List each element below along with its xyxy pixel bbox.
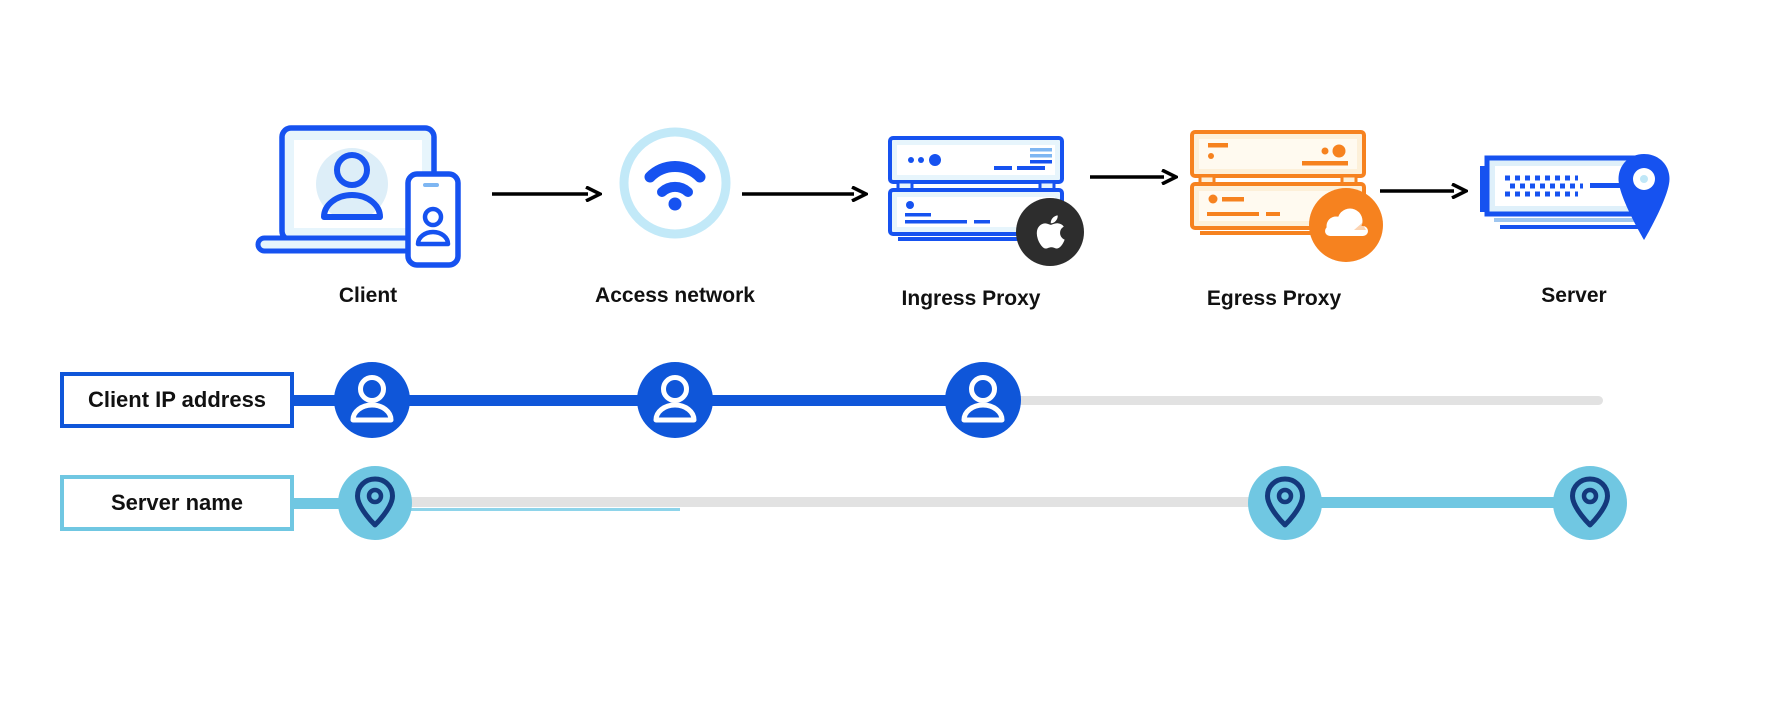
location-pin-icon bbox=[1553, 466, 1627, 540]
wifi-icon bbox=[617, 125, 733, 241]
client-ip-track-inactive-segment bbox=[983, 396, 1603, 405]
location-pin-icon bbox=[1248, 466, 1322, 540]
node-label-server: Server bbox=[1541, 284, 1607, 307]
client-ip-address-label: Client IP address bbox=[87, 387, 267, 412]
node-label-egress-proxy: Egress Proxy bbox=[1206, 287, 1342, 310]
server-name-track-active-segment bbox=[1285, 497, 1595, 508]
cloudflare-logo-icon bbox=[1309, 188, 1383, 262]
node-label-access-network: Access network bbox=[595, 284, 755, 307]
user-icon bbox=[334, 362, 410, 438]
arrow-right-icon bbox=[1090, 169, 1178, 185]
location-pin-icon bbox=[338, 466, 412, 540]
server-stack-icon bbox=[1186, 126, 1396, 266]
arrow-right-icon bbox=[492, 186, 602, 202]
server-location-pin-icon bbox=[1478, 150, 1678, 245]
user-icon bbox=[637, 362, 713, 438]
server-name-track-thin-underline bbox=[408, 508, 680, 511]
apple-logo-icon bbox=[1016, 198, 1084, 266]
arrow-right-icon bbox=[1380, 183, 1468, 199]
location-pin-icon bbox=[1618, 154, 1670, 240]
node-label-client: Client bbox=[338, 284, 398, 307]
client-ip-address-label-box: Client IP address bbox=[60, 372, 294, 428]
laptop-phone-user-icon bbox=[252, 118, 484, 268]
node-label-ingress-proxy: Ingress Proxy bbox=[901, 287, 1041, 310]
user-icon bbox=[945, 362, 1021, 438]
server-name-label-box: Server name bbox=[60, 475, 294, 531]
server-name-label: Server name bbox=[110, 490, 244, 515]
server-name-track-inactive-segment bbox=[375, 497, 1290, 507]
server-stack-icon bbox=[884, 132, 1094, 272]
arrow-right-icon bbox=[742, 186, 868, 202]
